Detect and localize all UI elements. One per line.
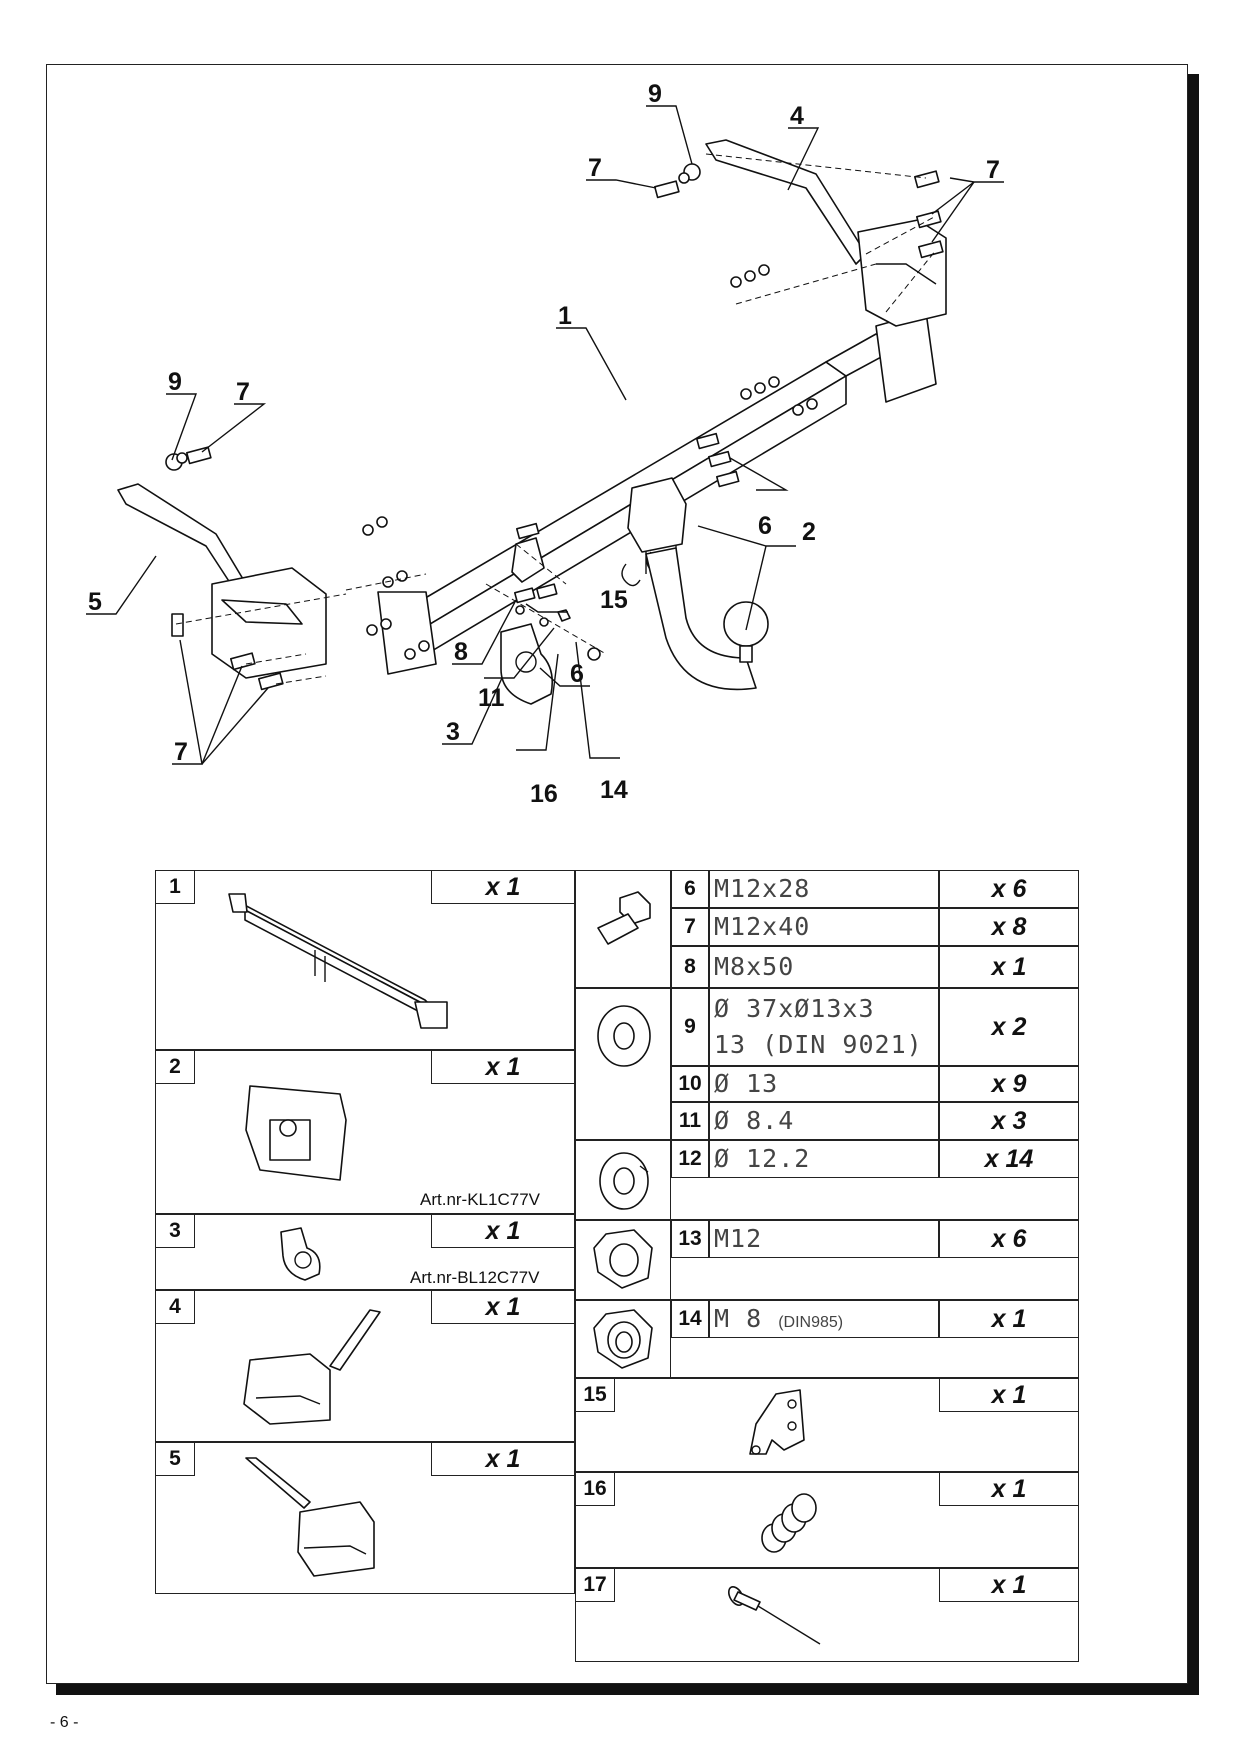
part-qty-2: x 1 — [431, 1050, 575, 1084]
label-part-3: 3 — [446, 718, 460, 746]
article-number-2: Art.nr-KL1C77V — [420, 1190, 540, 1209]
spring-icon — [761, 1493, 817, 1553]
label-part-2: 2 — [802, 518, 816, 546]
part-qty-8: x 1 — [939, 946, 1079, 988]
socket-plate-part — [500, 537, 554, 705]
part-qty-1: x 1 — [431, 870, 575, 904]
label-part-6a: 6 — [758, 512, 772, 540]
part-qty-10: x 9 — [939, 1066, 1079, 1102]
label-part-7d: 7 — [174, 738, 188, 766]
part-spec-11: Ø 8.4 — [709, 1102, 939, 1140]
socket-thumbnail — [245, 1085, 347, 1181]
label-part-15: 15 — [600, 586, 628, 614]
part-number-12: 12 — [671, 1140, 709, 1178]
part-number-6: 6 — [671, 870, 709, 908]
part-qty-5: x 1 — [431, 1442, 575, 1476]
part-15-bracket-icon — [749, 1389, 805, 1455]
bracket-left-part — [117, 483, 327, 679]
part-qty-3: x 1 — [431, 1214, 575, 1248]
assembly-diagram: 1 2 3 4 5 6 6 7 7 7 7 8 9 9 11 14 15 16 — [86, 80, 1004, 808]
part-number-15: 15 — [575, 1378, 615, 1412]
label-part-11: 11 — [478, 684, 505, 712]
part-spec-7: M12x40 — [709, 908, 939, 946]
label-part-4: 4 — [790, 102, 804, 130]
part-qty-13: x 6 — [939, 1220, 1079, 1258]
part-qty-16: x 1 — [939, 1472, 1079, 1506]
label-part-9a: 9 — [648, 80, 662, 108]
label-part-14: 14 — [600, 776, 628, 804]
part-spec-10: Ø 13 — [709, 1066, 939, 1102]
frame-shadow-right — [1188, 74, 1199, 1694]
part-spec-9-line2: 13 (DIN 9021) — [714, 1030, 923, 1059]
part-spec-14-main: M 8 — [714, 1304, 763, 1333]
part-qty-14: x 1 — [939, 1300, 1079, 1338]
part-spec-6: M12x28 — [709, 870, 939, 908]
part-qty-4: x 1 — [431, 1290, 575, 1324]
page-number: - 6 - — [50, 1714, 79, 1731]
lock-washer-icon — [599, 1152, 649, 1210]
part-number-3: 3 — [155, 1214, 195, 1248]
part-qty-6: x 6 — [939, 870, 1079, 908]
part-number-1: 1 — [155, 870, 195, 904]
part-spec-13: M12 — [709, 1220, 939, 1258]
bracket-4-thumbnail — [243, 1309, 381, 1425]
plate-thumbnail — [280, 1227, 321, 1281]
part-number-4: 4 — [155, 1290, 195, 1324]
part-number-5: 5 — [155, 1442, 195, 1476]
hex-nut-icon — [593, 1229, 653, 1289]
part-qty-11: x 3 — [939, 1102, 1079, 1140]
label-part-6b: 6 — [570, 660, 584, 688]
bracket-5-thumbnail — [245, 1457, 375, 1577]
part-number-16: 16 — [575, 1472, 615, 1506]
part-qty-17: x 1 — [939, 1568, 1079, 1602]
label-part-8: 8 — [454, 638, 468, 666]
part-number-10: 10 — [671, 1066, 709, 1102]
part-spec-12: Ø 12.2 — [709, 1140, 939, 1178]
part-spec-14-standard: (DIN985) — [778, 1314, 844, 1331]
bracket-right-part — [705, 139, 947, 327]
label-part-7a: 7 — [588, 154, 602, 182]
label-part-1: 1 — [558, 302, 572, 330]
washer-icon — [597, 1005, 651, 1067]
part-number-2: 2 — [155, 1050, 195, 1084]
part-number-8: 8 — [671, 946, 709, 988]
part-number-13: 13 — [671, 1220, 709, 1258]
part-number-17: 17 — [575, 1568, 615, 1602]
lock-nut-icon — [593, 1309, 653, 1369]
part-number-14: 14 — [671, 1300, 709, 1338]
alignment-lines — [175, 153, 937, 685]
article-number-3: Art.nr-BL12C77V — [410, 1268, 540, 1287]
label-part-16: 16 — [530, 780, 558, 808]
frame-shadow-bottom — [56, 1684, 1199, 1695]
part-spec-9: Ø 37xØ13x3 13 (DIN 9021) — [709, 988, 939, 1066]
part-qty-12: x 14 — [939, 1140, 1079, 1178]
bolt-icon — [597, 891, 651, 945]
part-spec-8: M8x50 — [709, 946, 939, 988]
part-qty-9: x 2 — [939, 988, 1079, 1066]
label-part-9b: 9 — [168, 368, 182, 396]
part-number-7: 7 — [671, 908, 709, 946]
label-part-5: 5 — [88, 588, 102, 616]
rivet-icon — [727, 1586, 821, 1645]
part-qty-15: x 1 — [939, 1378, 1079, 1412]
label-part-7b: 7 — [986, 156, 1000, 184]
part-spec-9-line1: Ø 37xØ13x3 — [714, 994, 875, 1023]
part-number-9: 9 — [671, 988, 709, 1066]
label-part-7c: 7 — [236, 378, 250, 406]
part-qty-7: x 8 — [939, 908, 1079, 946]
crossbar-thumbnail — [228, 893, 448, 1029]
part-number-11: 11 — [671, 1102, 709, 1140]
leader-lines — [86, 105, 1004, 765]
towball-part — [627, 477, 769, 691]
part-spec-14: M 8 (DIN985) — [709, 1300, 939, 1338]
